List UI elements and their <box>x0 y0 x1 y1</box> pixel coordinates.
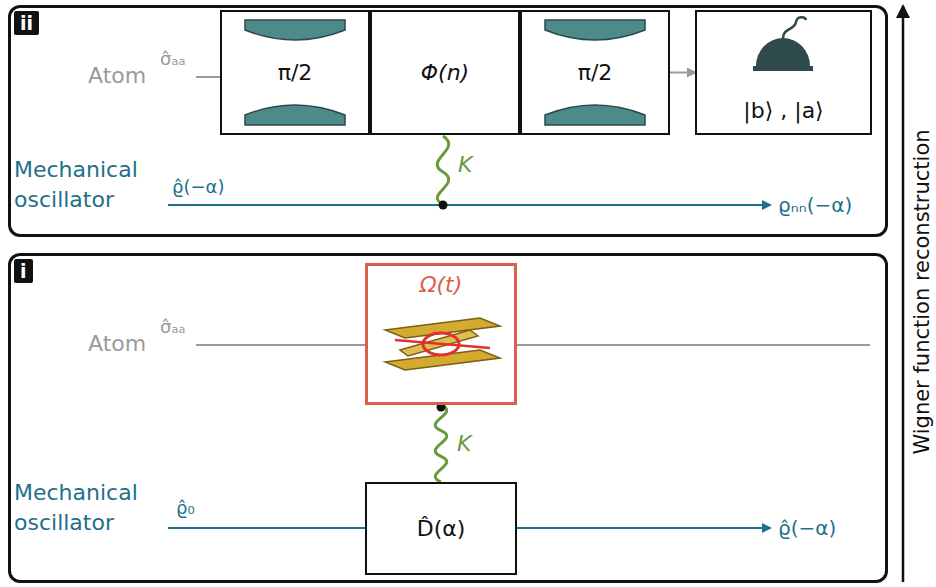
process-box: |b⟩ , |a⟩ <box>695 10 872 135</box>
process-box: D̂(α) <box>365 482 517 575</box>
process-box: Φ(n) <box>370 10 520 135</box>
box-label: π/2 <box>578 60 613 85</box>
coupling-label: K <box>457 431 471 456</box>
box-label: Ω(t) <box>420 272 463 297</box>
axis-label: Wigner function reconstruction <box>910 129 934 454</box>
text-label: ϱₙₙ(−α) <box>778 193 852 217</box>
atom-line <box>517 344 870 346</box>
text-label: K <box>458 152 472 177</box>
panel: iΩ(t) D̂(α) <box>8 253 888 583</box>
text-label: Mechanical oscillator <box>14 478 164 538</box>
panel-label: ii <box>14 11 39 35</box>
connector-arrow <box>670 72 695 74</box>
process-box: Ω(t) <box>365 263 517 405</box>
oscillator-line <box>168 204 770 206</box>
process-box: π/2 <box>520 10 670 135</box>
text-label: σ̂ₐₐ <box>160 48 186 69</box>
coupling-curl <box>437 136 449 204</box>
text-label: Mechanical oscillator <box>14 155 164 215</box>
text-label: ϱ̂₀ <box>176 497 195 518</box>
chip-illustration <box>385 318 500 370</box>
oscillator-line <box>168 527 365 529</box>
box-label: π/2 <box>278 60 313 85</box>
process-box: π/2 <box>220 10 370 135</box>
text-label: Atom <box>88 331 146 356</box>
box-label: Φ(n) <box>421 60 469 85</box>
text-label: Atom <box>88 63 146 88</box>
cavity-mirrors <box>245 20 645 125</box>
box-label: D̂(α) <box>417 516 466 541</box>
text-label: ϱ̂(−α) <box>172 176 224 197</box>
detector-icon <box>753 17 813 71</box>
coupling-curl <box>435 405 447 482</box>
atom-line <box>196 76 220 78</box>
panel: ii π/2 Φ(n) π/2 |b⟩ , |a⟩ <box>8 5 888 237</box>
coupling-dot <box>439 201 448 210</box>
text-label: σ̂ₐₐ <box>160 316 186 337</box>
panel-label: i <box>14 259 33 283</box>
reconstruction-arrow <box>902 6 905 582</box>
text-label: ϱ̂(−α) <box>778 516 836 540</box>
atom-line <box>196 344 365 346</box>
box-label: |b⟩ , |a⟩ <box>743 98 823 123</box>
oscillator-line <box>517 527 770 529</box>
